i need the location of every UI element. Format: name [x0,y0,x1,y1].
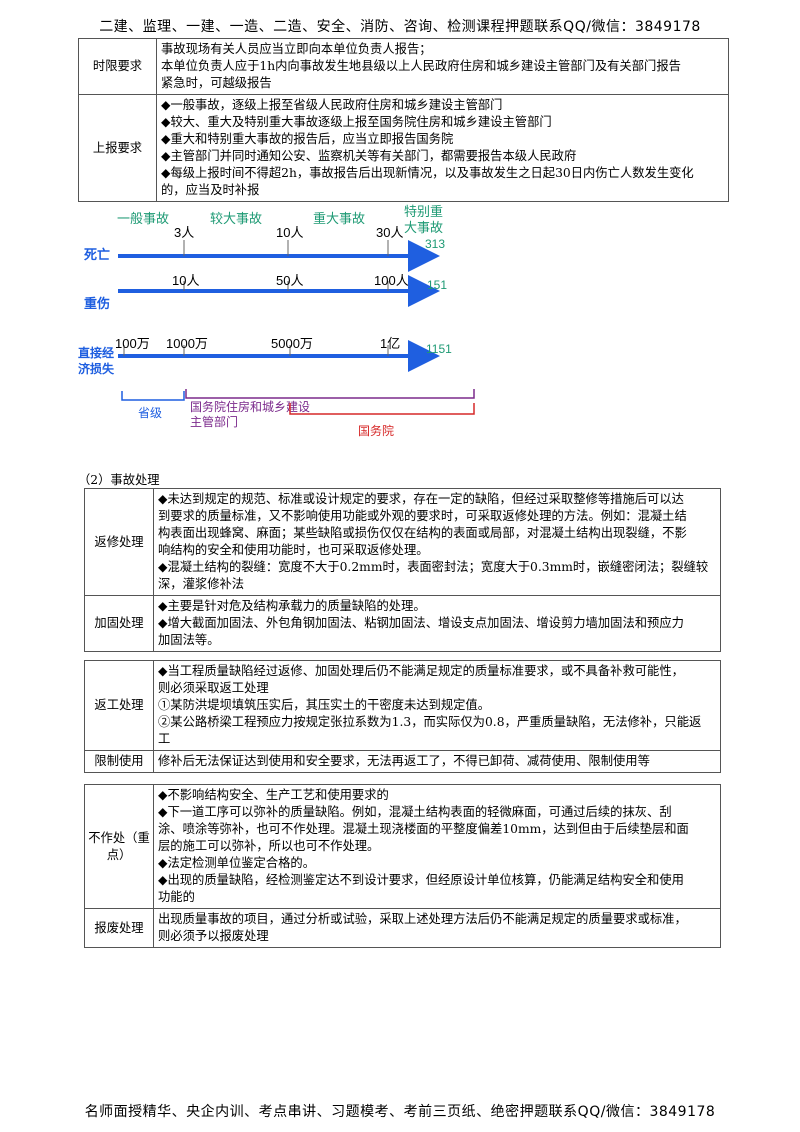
text-line: ◆法定检测单位鉴定合格的。 [158,856,316,870]
tick-label: 3人 [174,225,194,240]
table-row: 上报要求 ◆一般事故，逐级上报至省级人民政府住房和城乡建设主管部门 ◆较大、重大… [78,94,729,202]
row-label: 限制使用 [84,750,154,773]
text-line: 层的施工可以弥补，所以也可不作处理。 [158,839,380,853]
text-line: 紧急时，可越级报告 [161,76,272,90]
row-end-number: 151 [427,278,447,292]
tick-label: 5000万 [271,336,313,351]
text-line: 功能的 [158,890,195,904]
text-line: ①某防洪堤坝填筑压实后，其压实土的干密度未达到规定值。 [158,698,491,712]
council-bracket [289,403,475,415]
row-content: 修补后无法保证达到使用和安全要求，无法再返工了，不得已卸荷、减荷使用、限制使用等 [153,750,721,773]
accident-level-diagram: 一般事故 较大事故 重大事故 特别重 大事故 死亡 3人 10人 30人 313… [78,204,475,438]
text-line: 的，应当及时补报 [161,183,260,197]
text-line: ◆不影响结构安全、生产工艺和使用要求的 [158,788,389,802]
level-label: 较大事故 [210,211,262,226]
text-line: 事故现场有关人员应当立即向本单位负责人报告； [161,42,432,56]
report-requirements-table: 时限要求 事故现场有关人员应当立即向本单位负责人报告； 本单位负责人应于1h内向… [78,38,729,202]
tick-label: 1亿 [380,336,400,351]
text-line: ◆较大、重大及特别重大事故逐级上报至国务院住房和城乡建设主管部门 [161,115,552,129]
row-content: 事故现场有关人员应当立即向本单位负责人报告； 本单位负责人应于1h内向事故发生地… [156,38,729,95]
text-line: 深，灌浆修补法 [158,577,245,591]
tick-label: 30人 [376,225,403,240]
bracket-label: 国务院 [358,423,394,438]
no-treatment-table: 不作处（重 点） ◆不影响结构安全、生产工艺和使用要求的 ◆下一道工序可以弥补的… [84,784,721,948]
row-content: ◆当工程质量缺陷经过返修、加固处理后仍不能满足规定的质量标准要求，或不具备补救可… [153,660,721,751]
row-end-number: 313 [425,237,445,251]
row-name: 死亡 [84,247,110,262]
tick-label: 1000万 [166,336,208,351]
text-line: ◆重大和特别重大事故的报告后，应当立即报告国务院 [161,132,454,146]
page-footer: 名师面授精华、央企内训、考点串讲、习题模考、考前三页纸、绝密押题联系QQ/微信：… [84,1104,716,1120]
row-name: 济损失 [78,361,115,376]
bracket-label: 主管部门 [190,414,238,429]
tick-label: 100人 [374,273,409,288]
text-line: 则必须予以报废处理 [158,929,269,943]
row-label: 返修处理 [84,488,154,596]
text-line: ②某公路桥梁工程预应力按规定张拉系数为1.3，而实际仅为0.8，严重质量缺陷，无… [158,715,702,729]
text-line: ◆当工程质量缺陷经过返修、加固处理后仍不能满足规定的质量标准要求，或不具备补救可… [158,664,684,678]
text-line: ◆出现的质量缺陷，经检测鉴定达不到设计要求，但经原设计单位核算，仍能满足结构安全… [158,873,684,887]
row-content: ◆主要是针对危及结构承载力的质量缺陷的处理。 ◆增大截面加固法、外包角钢加固法、… [153,595,721,652]
text-line: 构表面出现蜂窝、麻面；某些缺陷或损伤仅仅在结构的表面或局部，对混凝土结构出现裂缝… [158,526,687,540]
row-content: 出现质量事故的项目，通过分析或试验，采取上述处理方法后仍不能满足规定的质量要求或… [153,908,721,948]
tick-label: 10人 [172,273,199,288]
table-row: 不作处（重 点） ◆不影响结构安全、生产工艺和使用要求的 ◆下一道工序可以弥补的… [84,784,721,909]
text-line: 则必须采取返工处理 [158,681,269,695]
tick-label: 10人 [276,225,303,240]
row-content: ◆未达到规定的规范、标准或设计规定的要求，存在一定的缺陷，但经过采取整修等措施后… [153,488,721,596]
text-line: 涂、喷涂等弥补，也可不作处理。混凝土现浇楼面的平整度偏差10mm，达到但由于后续… [158,822,689,836]
table-row: 返工处理 ◆当工程质量缺陷经过返修、加固处理后仍不能满足规定的质量标准要求，或不… [84,660,721,751]
text-line: 工 [158,732,171,746]
text-line: ◆混凝土结构的裂缝：宽度不大于0.2mm时，表面密封法；宽度大于0.3mm时，嵌… [158,560,709,574]
row-label: 时限要求 [78,38,157,95]
text-line: 响结构的安全和使用功能时，也可采取返修处理。 [158,543,429,557]
text-line: ◆增大截面加固法、外包角钢加固法、粘钢加固法、增设支点加固法、增设剪力墙加固法和… [158,616,684,630]
table-row: 加固处理 ◆主要是针对危及结构承载力的质量缺陷的处理。 ◆增大截面加固法、外包角… [84,595,721,652]
level-label: 特别重 [404,204,443,219]
table-row: 报废处理 出现质量事故的项目，通过分析或试验，采取上述处理方法后仍不能满足规定的… [84,908,721,948]
text-line: ◆下一道工序可以弥补的质量缺陷。例如，混凝土结构表面的轻微麻面，可通过后续的抹灰… [158,805,672,819]
page-header: 二建、监理、一建、一造、二造、安全、消防、咨询、检测课程押题联系QQ/微信：38… [99,19,701,35]
province-bracket [121,391,185,401]
row-content: ◆一般事故，逐级上报至省级人民政府住房和城乡建设主管部门 ◆较大、重大及特别重大… [156,94,729,202]
tick-label: 50人 [276,273,303,288]
text-line: 修补后无法保证达到使用和安全要求，无法再返工了，不得已卸荷、减荷使用、限制使用等 [158,754,650,768]
section-title: （2）事故处理 [78,473,160,487]
row-label: 上报要求 [78,94,157,202]
row-label: 返工处理 [84,660,154,751]
row-content: ◆不影响结构安全、生产工艺和使用要求的 ◆下一道工序可以弥补的质量缺陷。例如，混… [153,784,721,909]
row-label: 报废处理 [84,908,154,948]
level-label: 重大事故 [313,211,365,226]
row-label: 不作处（重 点） [84,784,154,909]
housing-bracket [185,389,475,399]
text-line: ◆每级上报时间不得超2h，事故报告后出现新情况，以及事故发生之日起30日内伤亡人… [161,166,694,180]
label-line: 点） [106,847,132,862]
table-row: 时限要求 事故现场有关人员应当立即向本单位负责人报告； 本单位负责人应于1h内向… [78,38,729,95]
text-line: 本单位负责人应于1h内向事故发生地县级以上人民政府住房和城乡建设主管部门及有关部… [161,59,681,73]
level-label: 一般事故 [117,211,169,226]
text-line: ◆主管部门并同时通知公安、监察机关等有关部门，都需要报告本级人民政府 [161,149,577,163]
text-line: ◆一般事故，逐级上报至省级人民政府住房和城乡建设主管部门 [161,98,503,112]
label-line: 不作处（重 [88,830,150,845]
row-end-number: 1151 [426,342,452,356]
bracket-label: 国务院住房和城乡建设 [190,399,310,414]
text-line: 加固法等。 [158,633,220,647]
row-name: 直接经 [78,345,114,360]
table-row: 限制使用 修补后无法保证达到使用和安全要求，无法再返工了，不得已卸荷、减荷使用、… [84,750,721,773]
row-label: 加固处理 [84,595,154,652]
rework-table: 返工处理 ◆当工程质量缺陷经过返修、加固处理后仍不能满足规定的质量标准要求，或不… [84,660,721,773]
repair-table: 返修处理 ◆未达到规定的规范、标准或设计规定的要求，存在一定的缺陷，但经过采取整… [84,488,721,652]
text-line: 到要求的质量标准，又不影响使用功能或外观的要求时，可采取返修处理的方法。例如：混… [158,509,687,523]
row-name: 重伤 [84,296,110,311]
text-line: ◆未达到规定的规范、标准或设计规定的要求，存在一定的缺陷，但经过采取整修等措施后… [158,492,684,506]
text-line: 出现质量事故的项目，通过分析或试验，采取上述处理方法后仍不能满足规定的质量要求或… [158,912,687,926]
tick-label: 100万 [115,336,150,351]
text-line: ◆主要是针对危及结构承载力的质量缺陷的处理。 [158,599,426,613]
table-row: 返修处理 ◆未达到规定的规范、标准或设计规定的要求，存在一定的缺陷，但经过采取整… [84,488,721,596]
level-label: 大事故 [404,220,443,235]
bracket-label: 省级 [138,406,162,420]
